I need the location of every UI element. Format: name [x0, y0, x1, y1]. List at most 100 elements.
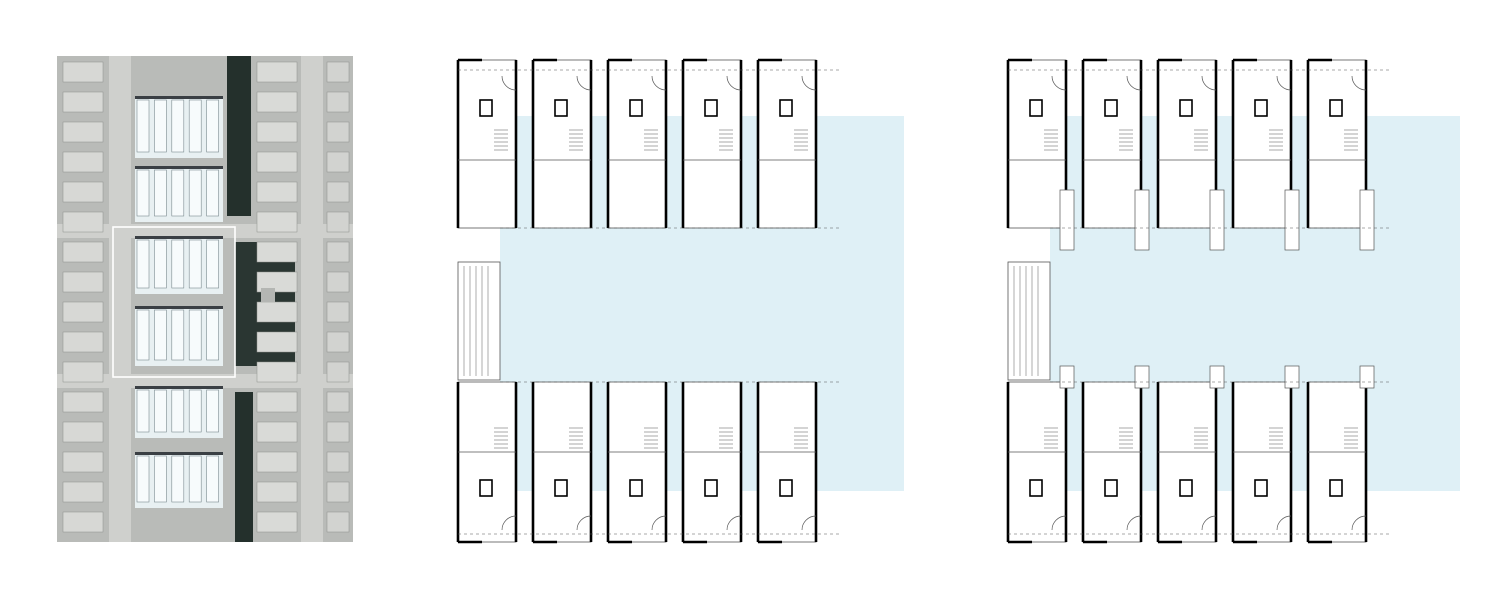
balcony-bottom [1284, 365, 1300, 389]
aerial-house-east [256, 241, 298, 263]
core-top [1179, 99, 1193, 117]
aerial-house-east [256, 121, 298, 143]
door-swing-bottom [1351, 515, 1367, 531]
unit-outline-top [532, 59, 592, 229]
aerial-canal-north [227, 56, 251, 216]
balcony-top [1284, 189, 1300, 251]
door-swing-bottom [576, 515, 592, 531]
west-walkway [457, 261, 501, 381]
door-swing-top [801, 75, 817, 91]
core-bottom [1329, 479, 1343, 497]
unit-outline-bottom [1157, 381, 1217, 543]
aerial-roof-unit [136, 309, 150, 361]
core-top [1254, 99, 1268, 117]
core-top [554, 99, 568, 117]
door-swing-top [576, 75, 592, 91]
door-swing-top [1126, 75, 1142, 91]
door-swing-bottom [801, 515, 817, 531]
floor-plan-b-drawing [1006, 58, 1460, 544]
unit-outline-top [1082, 59, 1142, 229]
aerial-house-west [62, 511, 104, 533]
door-swing-bottom [1126, 515, 1142, 531]
core-bottom [1104, 479, 1118, 497]
core-top [1329, 99, 1343, 117]
core-bottom [1029, 479, 1043, 497]
aerial-roof-unit [154, 389, 167, 433]
core-bottom [704, 479, 718, 497]
door-swing-top [1051, 75, 1067, 91]
aerial-house-east [256, 211, 298, 233]
aerial-roof-unit [188, 455, 202, 503]
unit-outline-top [457, 59, 517, 229]
aerial-roof-unit [136, 169, 150, 217]
aerial-house-west [62, 391, 104, 413]
aerial-house-far-east [326, 391, 350, 413]
aerial-house-east [256, 301, 298, 323]
door-swing-top [1351, 75, 1367, 91]
aerial-roof-unit [154, 99, 167, 153]
aerial-house-far-east [326, 181, 350, 203]
door-swing-top [651, 75, 667, 91]
aerial-roof-unit [206, 239, 219, 289]
aerial-block-shadow [135, 306, 223, 309]
aerial-house-east [256, 91, 298, 113]
balcony-top [1134, 189, 1150, 251]
aerial-house-east [256, 361, 298, 383]
aerial-house-west [62, 121, 104, 143]
aerial-house-west [62, 361, 104, 383]
aerial-block-shadow [135, 452, 223, 455]
door-swing-bottom [1201, 515, 1217, 531]
core-top [479, 99, 493, 117]
balcony-top [1059, 189, 1075, 251]
aerial-house-far-east [326, 301, 350, 323]
aerial-house-west [62, 481, 104, 503]
highlight-frame [112, 226, 236, 378]
aerial-roof-unit [171, 239, 185, 289]
floor-plan-a [440, 40, 920, 560]
door-swing-top [1201, 75, 1217, 91]
core-top [1104, 99, 1118, 117]
unit-outline-bottom [457, 381, 517, 543]
aerial-house-west [62, 211, 104, 233]
aerial-street-west [109, 56, 131, 542]
aerial-block-shadow [135, 236, 223, 239]
aerial-roof-unit [188, 309, 202, 361]
aerial-roof-unit [206, 309, 219, 361]
aerial-house-west [62, 241, 104, 263]
aerial-house-east [256, 151, 298, 173]
aerial-roof-unit [188, 239, 202, 289]
aerial-house-far-east [326, 511, 350, 533]
core-bottom [479, 479, 493, 497]
balcony-top [1209, 189, 1225, 251]
core-bottom [554, 479, 568, 497]
balcony-bottom [1209, 365, 1225, 389]
aerial-house-far-east [326, 421, 350, 443]
aerial-roof-unit [188, 99, 202, 153]
door-swing-top [726, 75, 742, 91]
unit-outline-top [682, 59, 742, 229]
aerial-roof-unit [188, 389, 202, 433]
door-swing-bottom [501, 515, 517, 531]
aerial-roof-unit [206, 99, 219, 153]
aerial-house-west [62, 91, 104, 113]
aerial-house-far-east [326, 91, 350, 113]
aerial-house-far-east [326, 61, 350, 83]
unit-outline-bottom [1082, 381, 1142, 543]
aerial-house-east [256, 61, 298, 83]
unit-outline-bottom [1007, 381, 1067, 543]
aerial-roof-unit [171, 389, 185, 433]
aerial-house-east [256, 451, 298, 473]
unit-outline-top [1307, 59, 1367, 229]
core-top [629, 99, 643, 117]
aerial-roof-unit [154, 169, 167, 217]
unit-outline-bottom [682, 381, 742, 543]
core-top [779, 99, 793, 117]
aerial-house-west [62, 181, 104, 203]
balcony-bottom [1134, 365, 1150, 389]
aerial-house-far-east [326, 121, 350, 143]
core-top [1029, 99, 1043, 117]
door-swing-bottom [1051, 515, 1067, 531]
aerial-roof-unit [154, 455, 167, 503]
core-bottom [1254, 479, 1268, 497]
aerial-block-shadow [135, 96, 223, 99]
